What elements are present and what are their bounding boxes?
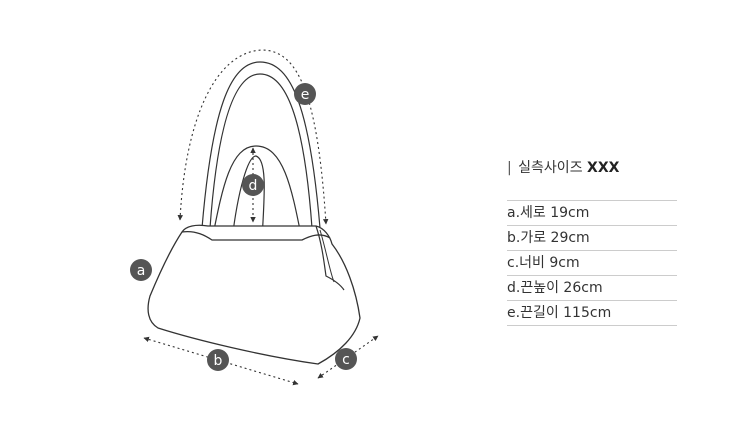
handle-outer <box>211 145 303 241</box>
handle-inner <box>231 155 265 241</box>
spec-title: | 실측사이즈 XXX <box>507 156 677 180</box>
marker-c: c <box>335 348 357 370</box>
svg-text:d: d <box>249 178 258 194</box>
svg-text:b: b <box>214 353 223 369</box>
marker-a: a <box>130 259 152 281</box>
bag-frame <box>181 230 331 241</box>
bag-body <box>147 224 361 365</box>
svg-text:c: c <box>342 352 350 368</box>
title-bar: | <box>507 160 512 176</box>
marker-e: e <box>294 83 316 105</box>
spec-title-text: 실측사이즈 <box>518 160 583 176</box>
spec-list: a.세로 19cm b.가로 29cm c.너비 9cm d.끈높이 26cm … <box>507 200 677 326</box>
long-strap-inner <box>209 73 313 229</box>
spec-row-b: b.가로 29cm <box>507 226 677 251</box>
spec-title-model: XXX <box>587 160 620 176</box>
marker-b: b <box>207 349 229 371</box>
strap-length-dashed <box>177 49 329 225</box>
svg-text:a: a <box>137 263 146 279</box>
long-strap-outer <box>201 61 321 229</box>
spec-row-a: a.세로 19cm <box>507 201 677 226</box>
spec-row-e: e.끈길이 115cm <box>507 301 677 326</box>
spec-row-d: d.끈높이 26cm <box>507 276 677 301</box>
bag-side-edge <box>319 229 335 283</box>
marker-d: d <box>242 174 264 196</box>
svg-text:e: e <box>301 87 310 103</box>
bag-side-panel <box>315 225 345 291</box>
size-spec-panel: | 실측사이즈 XXX a.세로 19cm b.가로 29cm c.너비 9cm… <box>507 156 677 326</box>
spec-row-c: c.너비 9cm <box>507 251 677 276</box>
